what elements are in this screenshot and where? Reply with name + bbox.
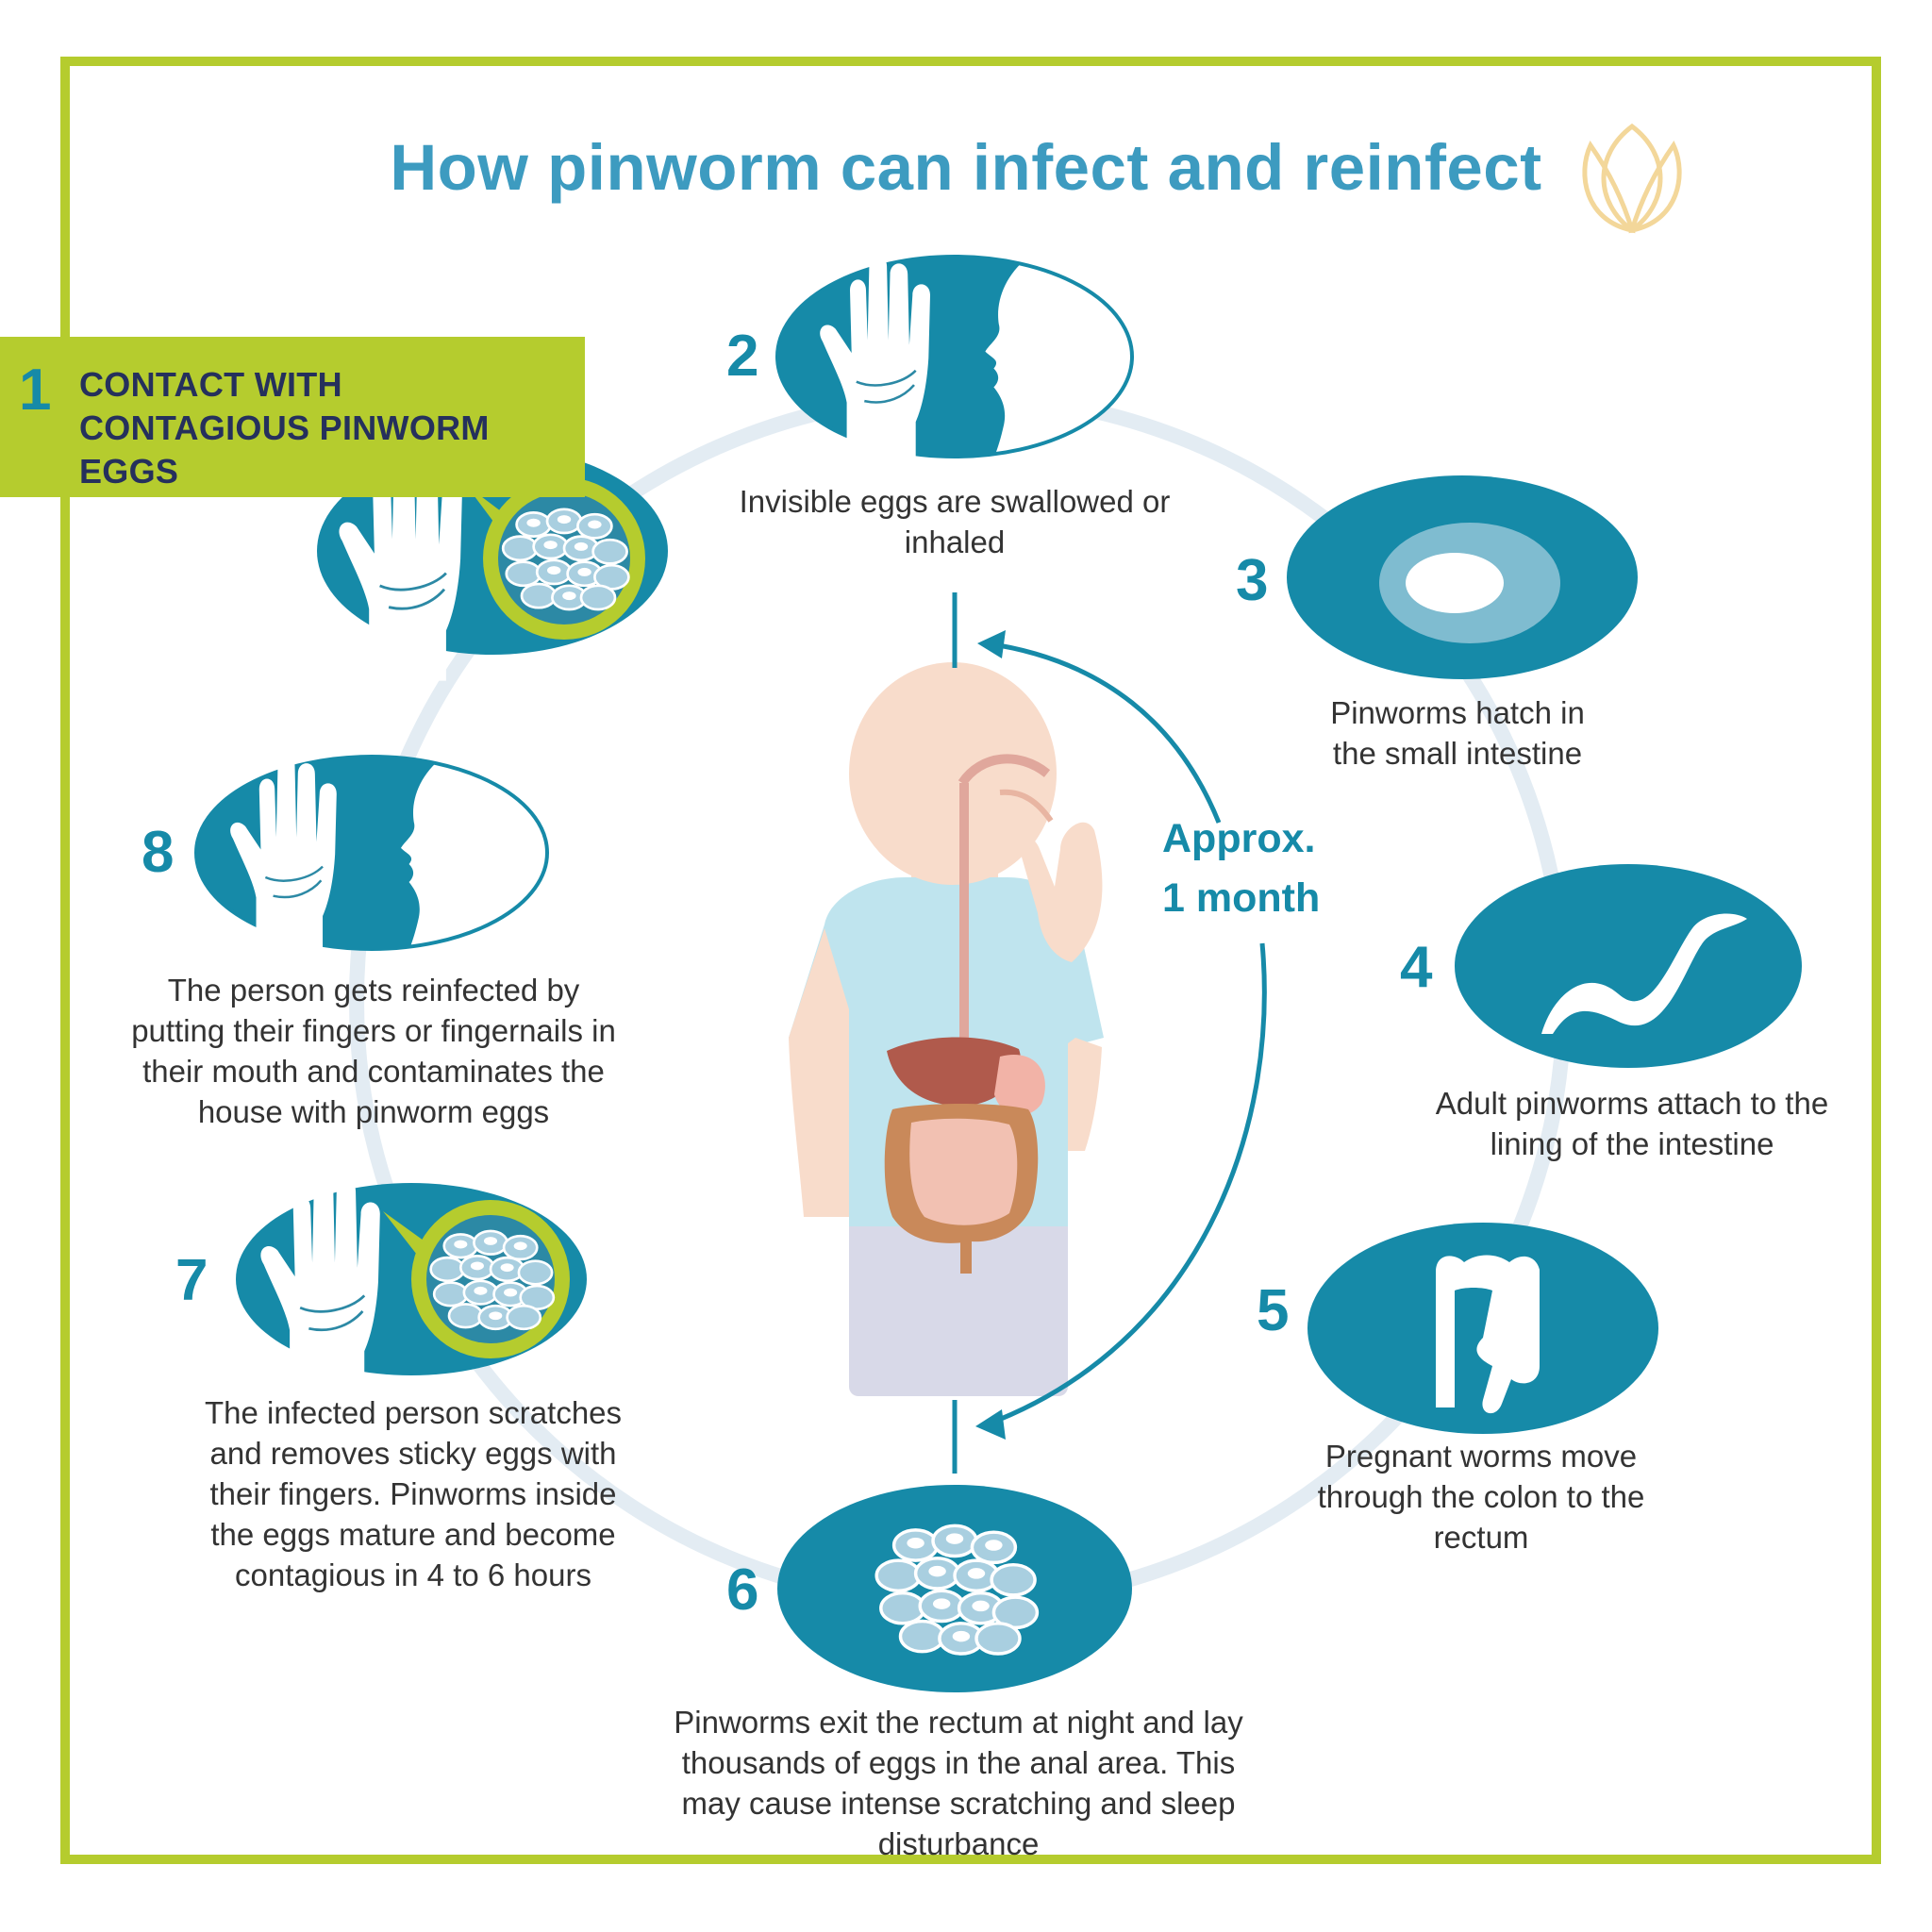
step-5-number: 5 [1257,1278,1290,1343]
step-6-caption: Pinworms exit the rectum at night and la… [674,1705,1243,1861]
child-digestive-system-figure [789,662,1104,1396]
step-8-caption: The person gets reinfected by putting th… [131,973,616,1129]
step-1-banner [0,337,585,497]
lotus-logo-icon [1582,123,1682,234]
step-5-caption: Pregnant worms move through the colon to… [1317,1439,1645,1555]
step-4-number: 4 [1400,935,1433,1000]
page-title: How pinworm can infect and reinfect [390,131,1542,204]
infographic-border [60,57,1881,1864]
step-1-number: 1 [19,358,52,423]
step-2-caption: Invisible eggs are swallowed or inhaled [739,484,1171,559]
step-6-number: 6 [726,1557,759,1623]
step-2-medallion [775,254,1134,469]
step-7-number: 7 [175,1248,208,1313]
cycle-duration-label: Approx. 1 month [1162,809,1320,928]
step-2-number: 2 [726,324,759,389]
step-8-medallion [194,754,549,961]
step-5-medallion [1307,1223,1658,1434]
step-3-number: 3 [1236,548,1269,613]
step-8-number: 8 [142,820,175,885]
cycle-duration-line-1: Approx. [1162,816,1316,861]
step-7-medallion [236,1169,587,1402]
step-7-caption: The infected person scratches and remove… [204,1395,623,1592]
step-3-medallion [1287,475,1638,679]
step-6-medallion [777,1485,1132,1692]
cycle-duration-line-2: 1 month [1162,875,1321,921]
step-4-caption: Adult pinworms attach to the lining of t… [1435,1086,1829,1161]
step-1-medallion [317,442,668,683]
step-3-caption: Pinworms hatch in the small intestine [1330,695,1585,771]
step-4-medallion [1455,864,1802,1068]
cycle-arrows [952,592,1267,1474]
step-1-title: CONTACT WITH CONTAGIOUS PINWORM EGGS [79,365,490,491]
